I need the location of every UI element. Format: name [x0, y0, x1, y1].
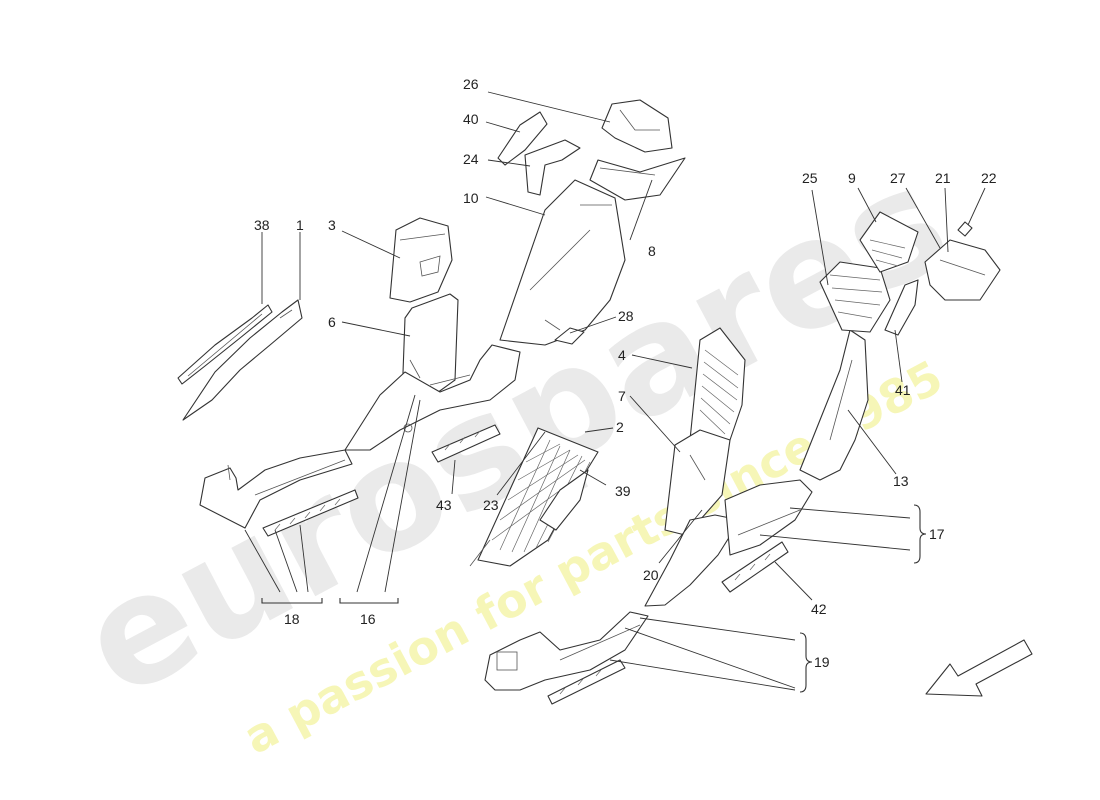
label-16: 16: [360, 611, 376, 627]
label-41: 41: [895, 382, 911, 398]
part-floor-clips: [547, 659, 626, 705]
label-6: 6: [328, 314, 336, 330]
part-clip-43: [431, 424, 501, 463]
brace-16: [339, 598, 399, 604]
part-clip-42: [721, 541, 789, 593]
brace-17: [913, 504, 927, 564]
label-3: 3: [328, 217, 336, 233]
label-40: 40: [463, 111, 479, 127]
part-grille-25: [819, 261, 891, 333]
part-roof-strip: [589, 157, 686, 201]
label-18: 18: [284, 611, 300, 627]
label-23: 23: [483, 497, 499, 513]
label-1: 1: [296, 217, 304, 233]
part-trim-24: [524, 139, 581, 196]
part-clip-28: [554, 327, 585, 345]
label-42: 42: [811, 601, 827, 617]
label-22: 22: [981, 170, 997, 186]
label-38: 38: [254, 217, 270, 233]
label-17: 17: [929, 526, 945, 542]
brace-19: [799, 632, 813, 693]
label-4: 4: [618, 347, 626, 363]
label-27: 27: [890, 170, 906, 186]
brace-18: [261, 598, 323, 604]
part-a-pillar-trim: [177, 299, 303, 421]
label-39: 39: [615, 483, 631, 499]
part-rear-sill-trim: [724, 479, 813, 556]
part-grille-9: [859, 211, 919, 273]
part-center-sill: [344, 344, 521, 451]
part-labels: 26 40 24 10 8 38 1 3 6 28 4 7 2 23 39 43…: [254, 76, 997, 670]
part-scuff-plate: [469, 427, 599, 567]
label-9: 9: [848, 170, 856, 186]
part-bracket-27: [924, 221, 1001, 301]
part-d-pillar: [799, 329, 869, 481]
label-21: 21: [935, 170, 951, 186]
label-10: 10: [463, 190, 479, 206]
group-braces: [261, 504, 927, 693]
label-43: 43: [436, 497, 452, 513]
part-b-pillar-upper: [389, 217, 453, 303]
part-sill-clips: [262, 489, 359, 537]
label-25: 25: [802, 170, 818, 186]
label-13: 13: [893, 473, 909, 489]
label-20: 20: [643, 567, 659, 583]
part-bracket-40: [497, 111, 548, 166]
label-19: 19: [814, 654, 830, 670]
label-24: 24: [463, 151, 479, 167]
part-bracket-26: [601, 99, 673, 153]
label-26: 26: [463, 76, 479, 92]
label-2: 2: [616, 419, 624, 435]
part-rear-floor-sill: [484, 611, 649, 691]
label-28: 28: [618, 308, 634, 324]
label-7: 7: [618, 388, 626, 404]
part-front-sill: [199, 449, 353, 529]
leader-lines: [244, 91, 986, 691]
direction-arrow-icon: [925, 639, 1033, 697]
label-8: 8: [648, 243, 656, 259]
